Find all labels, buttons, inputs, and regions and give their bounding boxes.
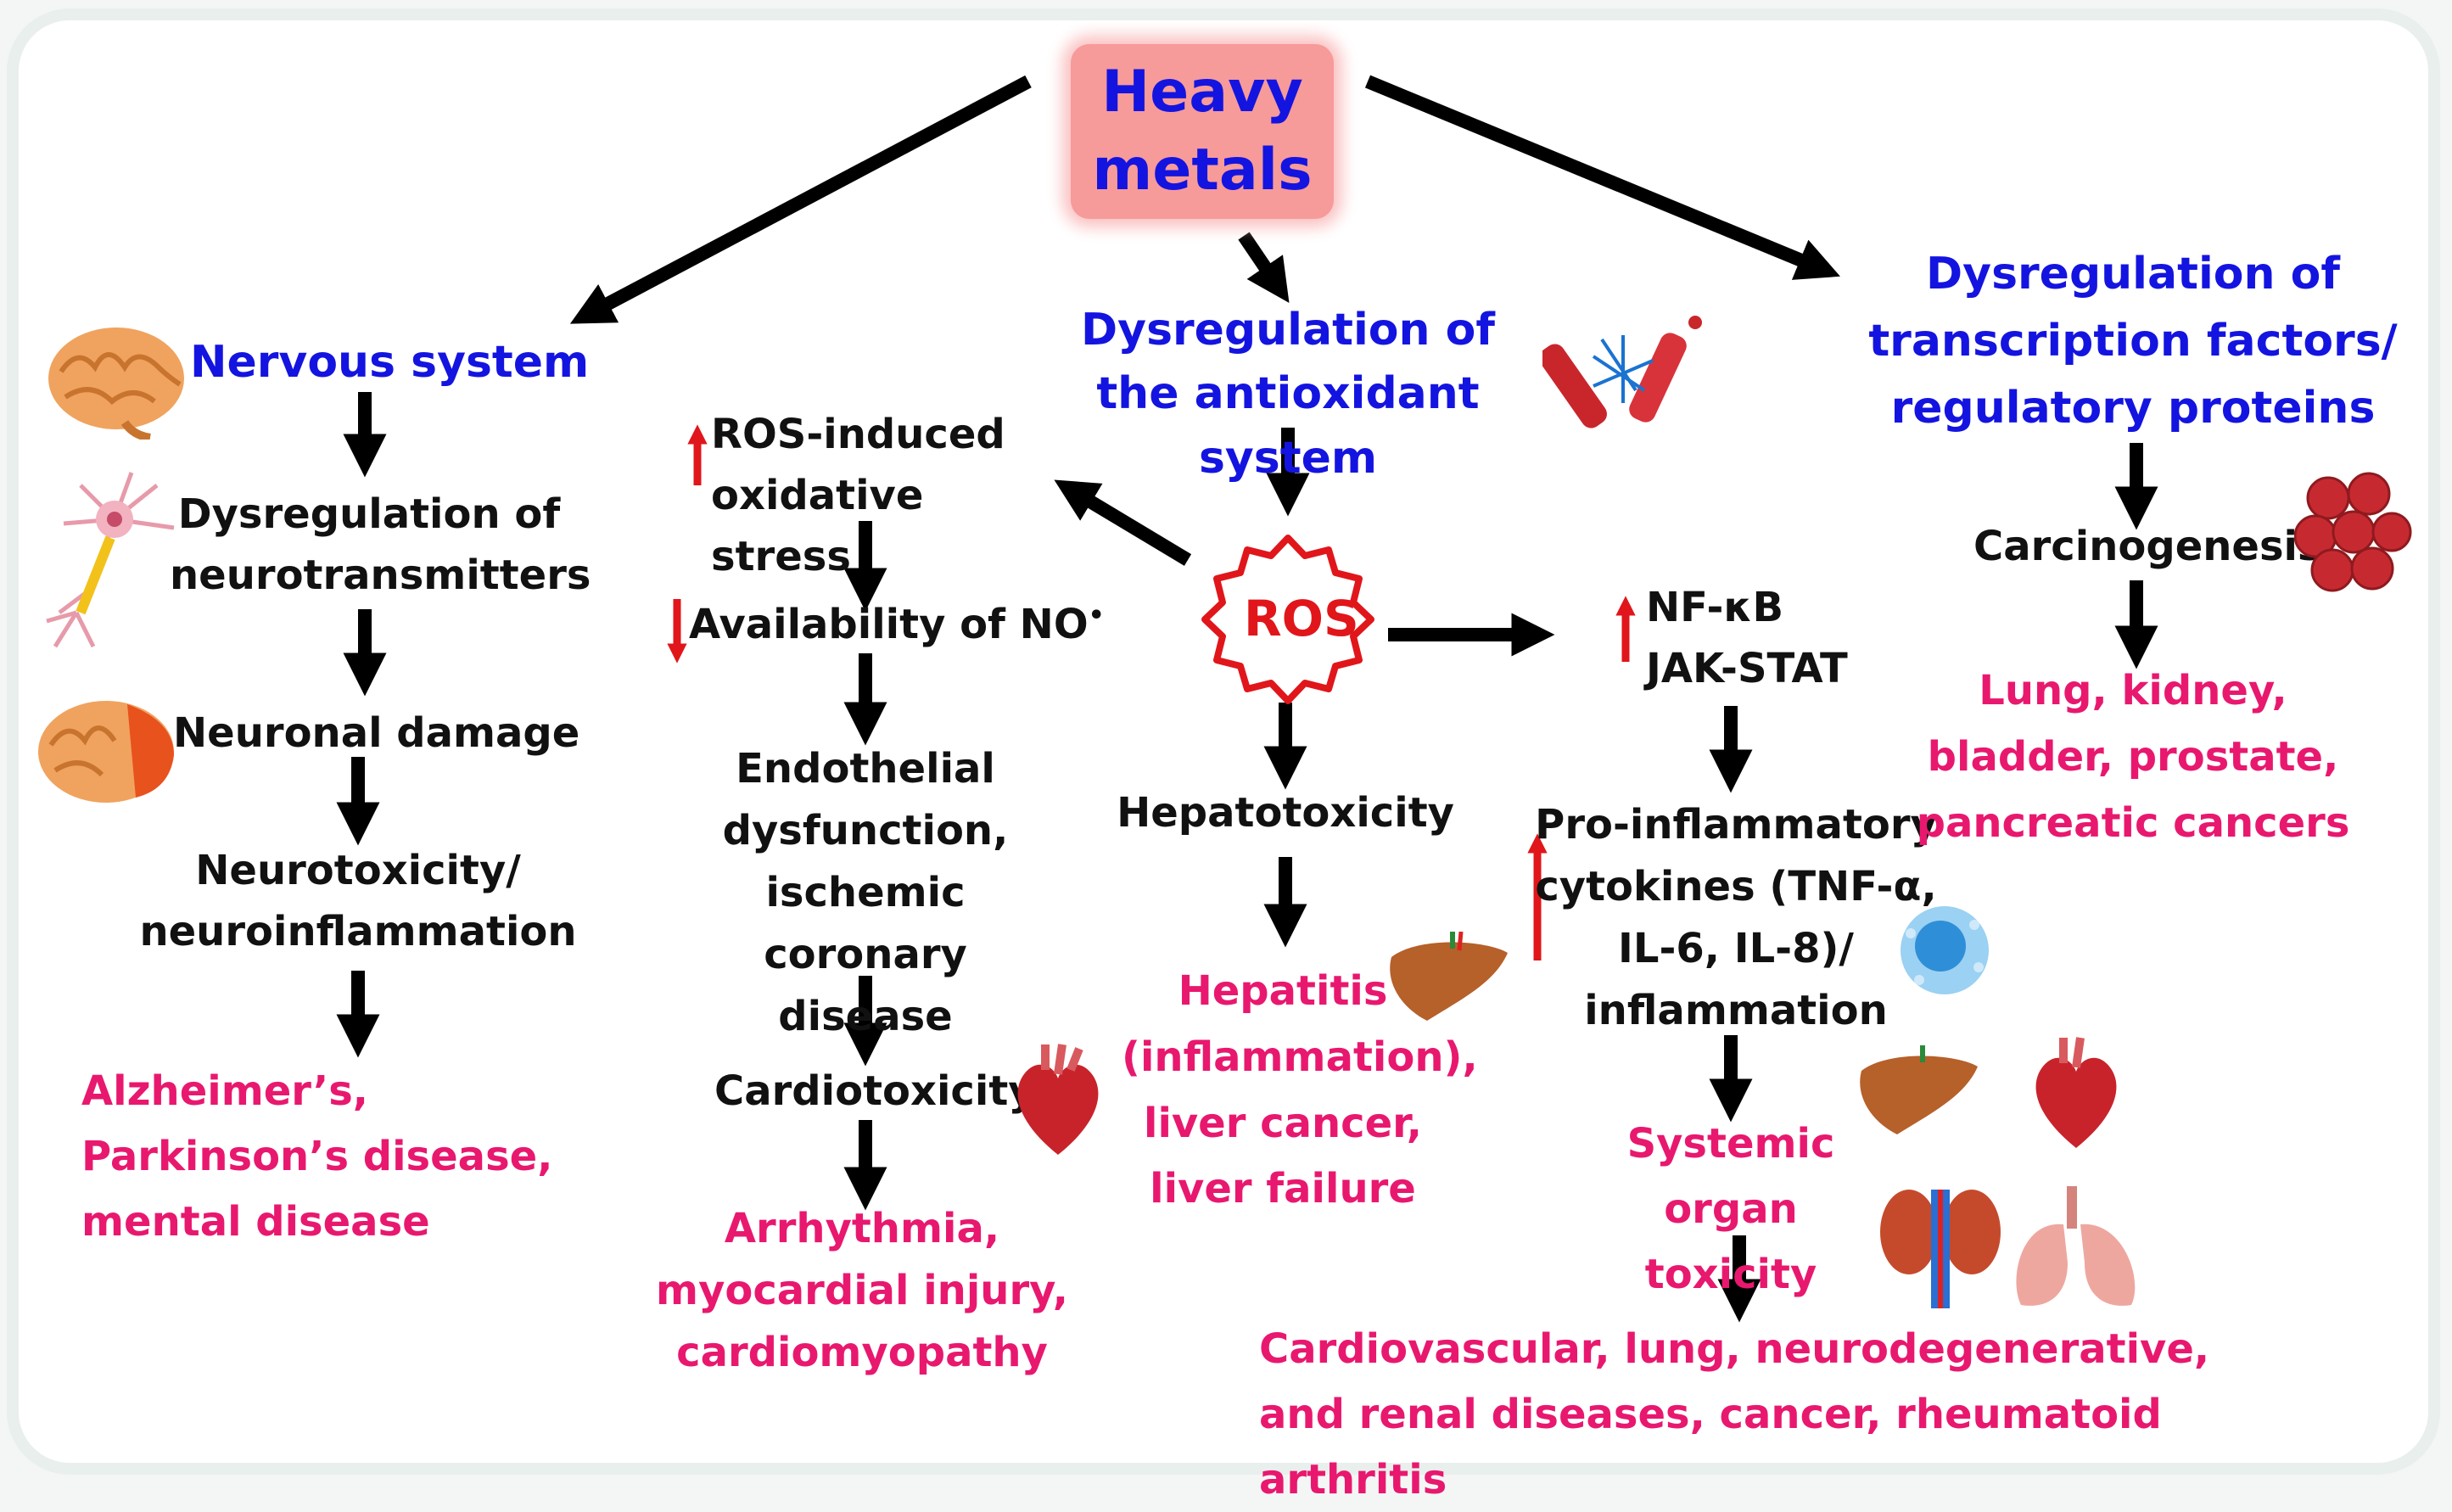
arrow-root-to-transcription: [1364, 75, 1840, 280]
oxidative-step-4: Cardiotoxicity: [714, 1067, 1035, 1115]
inflammation-step-2: Pro-inflammatory cytokines (TNF-α, IL-6,…: [1535, 801, 1937, 1034]
no-radical-dot: •: [1088, 601, 1105, 630]
blood-vessel-icon: [1539, 305, 1704, 436]
nervous-system-title: Nervous system: [190, 337, 590, 388]
diagram-card: [19, 20, 2428, 1463]
ros-starburst: [1201, 535, 1374, 704]
transcription-outcome: Lung, kidney, bladder, prostate, pancrea…: [1916, 667, 2350, 847]
oxidative-outcome: Arrhythmia, myocardial injury, cardiomyo…: [656, 1205, 1068, 1376]
inflammation-step-3: Systemic organ toxicity: [1626, 1120, 1835, 1298]
heavy-metals-label: Heavy metals: [1092, 59, 1313, 204]
oxidative-step-2: Availability of NO•: [689, 599, 1105, 651]
jakstat-label: JAK-STAT: [1646, 645, 1848, 692]
inflammation-outcome: Cardiovascular, lung, neurodegenerative,…: [1259, 1325, 2210, 1504]
nfkb-label: NF-κB: [1646, 584, 1784, 631]
lungs-icon: [2004, 1178, 2148, 1317]
liver-step-1: Hepatotoxicity: [1117, 789, 1454, 837]
heart-icon: [1011, 1040, 1105, 1162]
nervous-step-3: Neurotoxicity/ neuroinflammation: [139, 847, 577, 955]
brain-damage-icon: [34, 694, 178, 816]
transcription-step-1: Carcinogenesis: [1973, 523, 2322, 570]
heavy-metals-box: Heavy metals: [1071, 44, 1334, 219]
brain-icon: [44, 321, 188, 443]
transcription-title: Dysregulation of transcription factors/ …: [1868, 249, 2398, 434]
liver-icon: [1385, 927, 1512, 1028]
oxidative-step-1: ROS-induced oxidative stress: [711, 411, 1005, 580]
oxidative-step-3: Endothelial dysfunction, ischemic corona…: [722, 745, 1009, 1040]
tumor-cells-icon: [2293, 468, 2413, 599]
antioxidant-title: Dysregulation of the antioxidant system: [1081, 305, 1495, 484]
liver-icon: [1855, 1041, 1982, 1142]
ros-label: ROS: [1244, 590, 1359, 647]
arrow-ros-to-oxidative: [1054, 479, 1192, 566]
arrow-root-to-antioxidant: [1238, 232, 1290, 303]
neuron-icon: [42, 468, 187, 658]
heart-icon: [2029, 1033, 2123, 1156]
nervous-step-1: Dysregulation of neurotransmitters: [170, 490, 591, 599]
immune-cell-icon: [1894, 899, 1996, 1005]
arrow-root-to-nervous: [569, 75, 1032, 324]
nervous-outcome: Alzheimer’s, Parkinson’s disease, mental…: [81, 1067, 553, 1246]
liver-outcome: Hepatitis (inflammation), liver cancer, …: [1122, 967, 1478, 1213]
oxidative-step-2-text: Availability of NO: [689, 601, 1089, 648]
kidney-icon: [1877, 1181, 2004, 1312]
nervous-step-2: Neuronal damage: [173, 709, 580, 757]
